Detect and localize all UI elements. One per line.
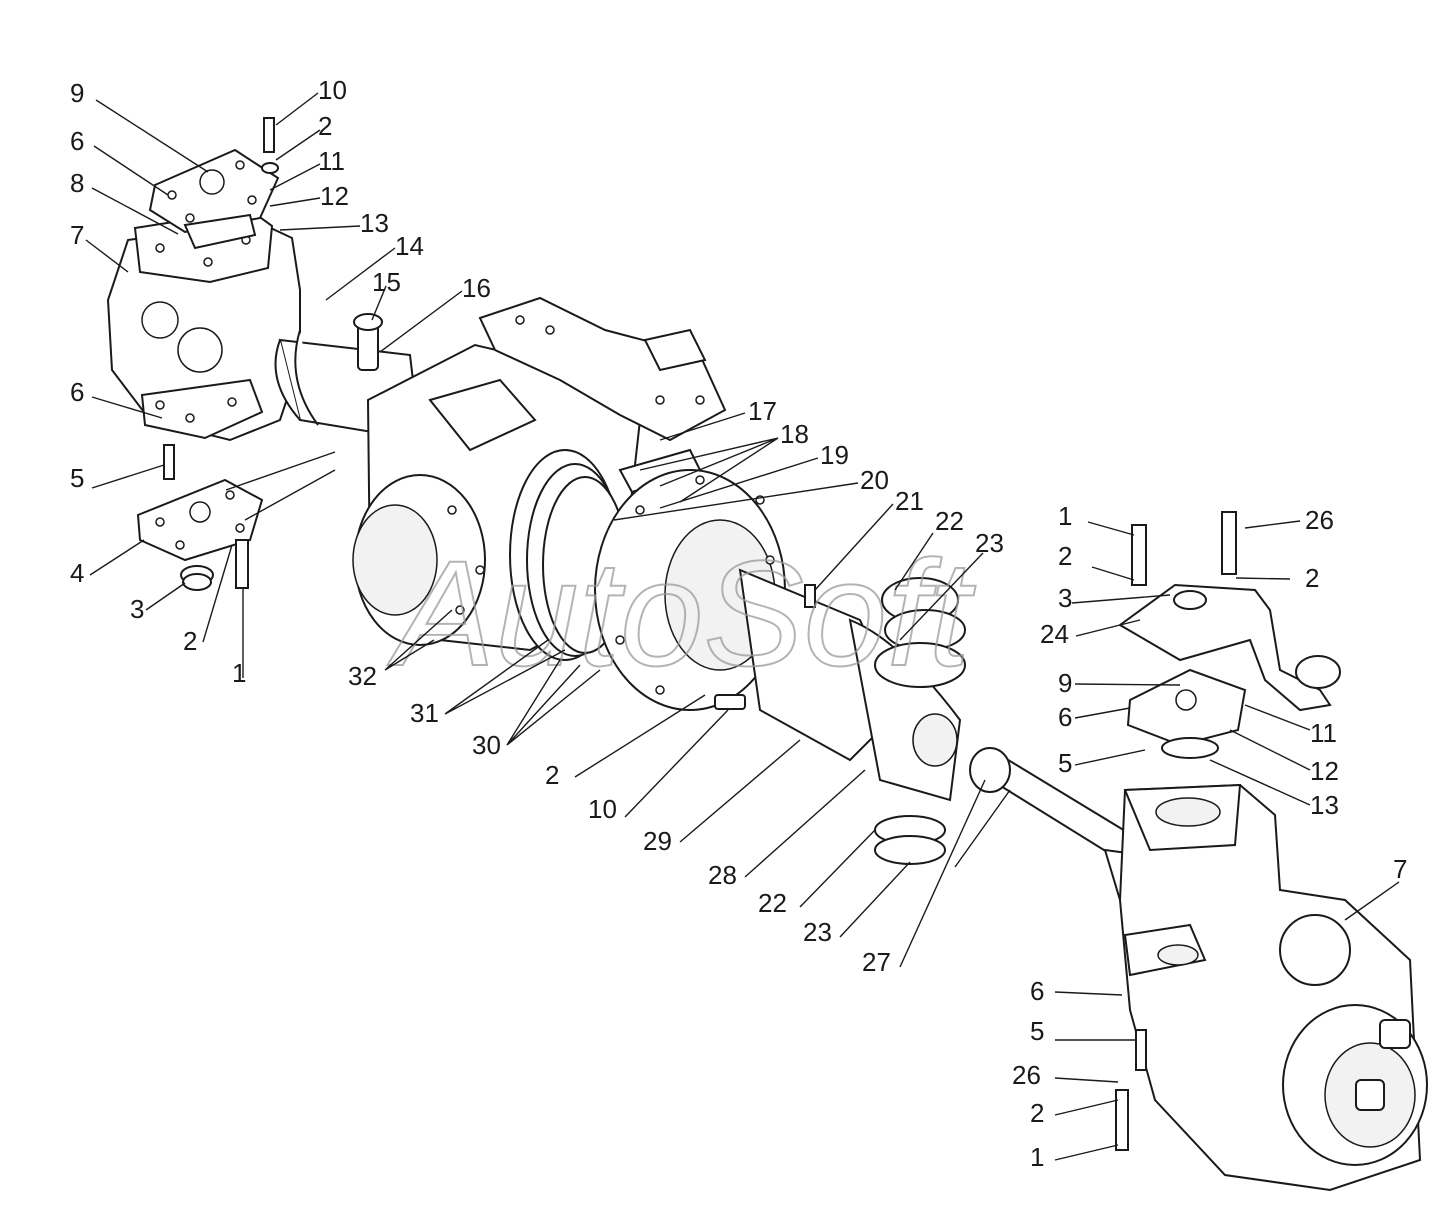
callout-2-right-b: 2 [1305,563,1319,593]
callout-12-right: 12 [1310,756,1339,786]
callout-30: 30 [472,730,501,760]
callout-17: 17 [748,396,777,426]
callout-13-right: 13 [1310,790,1339,820]
callout-26-right: 26 [1305,505,1334,535]
callout-23-top: 23 [975,528,1004,558]
callout-5-bottom: 5 [1030,1016,1044,1046]
lower-plate [136,444,264,591]
callout-13-top: 13 [360,208,389,238]
right-flange [594,469,786,711]
callout-22-top: 22 [935,506,964,536]
callout-32: 32 [348,661,377,691]
callout-2-left: 2 [183,626,197,656]
left-swivel-housing [106,208,301,442]
callout-1-bottom: 1 [1030,1142,1044,1172]
callout-7-right: 7 [1393,854,1407,884]
callout-15: 15 [372,267,401,297]
kingpin-bearings [874,577,966,865]
callout-6-top: 6 [70,126,84,156]
callout-22-bottom: 22 [758,888,787,918]
callout-2-mid: 2 [545,760,559,790]
callout-1-left: 1 [232,658,246,688]
right-axle-tube [714,568,962,802]
callout-6-left: 6 [70,377,84,407]
callout-2-top: 2 [318,111,332,141]
callout-10-top: 10 [318,75,347,105]
callout-21: 21 [895,486,924,516]
callout-11-right: 11 [1310,718,1337,748]
callout-8: 8 [70,168,84,198]
steering-arm [1118,511,1341,712]
callout-31: 31 [410,698,439,728]
callout-20: 20 [860,465,889,495]
callout-5-right: 5 [1058,748,1072,778]
callout-9-right: 9 [1058,668,1072,698]
top-cap-plate [148,117,280,250]
callout-18: 18 [780,419,809,449]
top-mounting-bracket [478,296,727,442]
callout-labels: 9 10 2 6 11 8 12 13 7 14 15 16 6 17 18 1… [70,75,1407,1172]
callout-3-right: 3 [1058,583,1072,613]
callout-27: 27 [862,947,891,977]
callout-19: 19 [820,440,849,470]
callout-2-right-a: 2 [1058,541,1072,571]
right-swivel-housing [1115,783,1428,1192]
callout-26-bottom: 26 [1012,1060,1041,1090]
watermark-text: AutoSoft [387,529,976,697]
callout-14: 14 [395,231,424,261]
leader-lines [85,92,1400,1161]
callout-6-right: 6 [1058,702,1072,732]
callout-5-left: 5 [70,463,84,493]
callout-9-top: 9 [70,78,84,108]
callout-10-mid: 10 [588,794,617,824]
callout-12-top: 12 [320,181,349,211]
callout-28: 28 [708,860,737,890]
callout-16: 16 [462,273,491,303]
callout-4: 4 [70,558,84,588]
callout-11-top: 11 [318,146,345,176]
callout-23-bottom: 23 [803,917,832,947]
callout-6-bottom: 6 [1030,976,1044,1006]
callout-7-left: 7 [70,220,84,250]
callout-3-left: 3 [130,594,144,624]
callout-1-right: 1 [1058,501,1072,531]
right-cap-plate [1126,668,1247,759]
callout-2-bottom: 2 [1030,1098,1044,1128]
callout-29: 29 [643,826,672,856]
callout-24: 24 [1040,619,1069,649]
